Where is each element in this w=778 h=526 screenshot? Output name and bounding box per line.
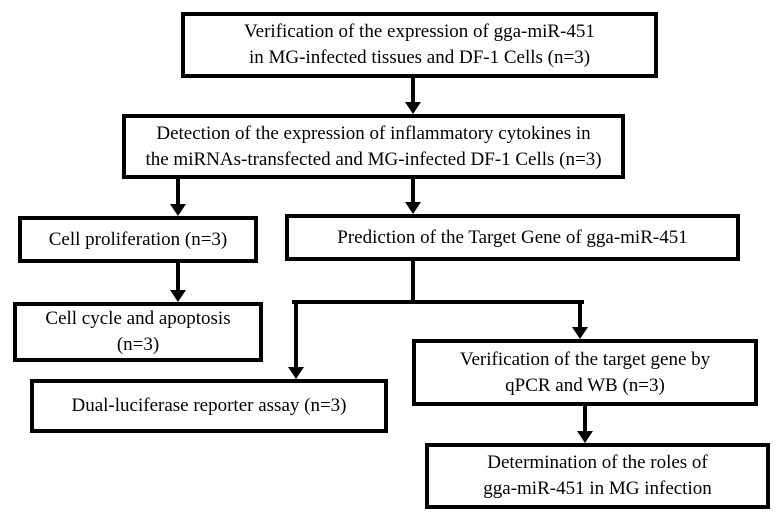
box-text-line: in MG-infected tissues and DF-1 Cells (n… — [248, 47, 591, 68]
flowchart-box-dual-luciferase: Dual-luciferase reporter assay (n=3) — [30, 379, 388, 433]
arrowhead-proliferation-to-cellcycle — [170, 290, 186, 302]
box-text-line: Prediction of the Target Gene of gga-miR… — [337, 226, 688, 248]
arrowhead-verify-to-detect — [405, 102, 421, 114]
flowchart-box-predict-target-gene: Prediction of the Target Gene of gga-miR… — [285, 214, 740, 261]
box-text-line: the miRNAs-transfected and MG-infected D… — [145, 148, 602, 170]
box-text-line: (n=3) — [116, 334, 160, 355]
box-text-line: Dual-luciferase reporter assay (n=3) — [71, 395, 347, 416]
box-text-line: Cell proliferation (n=3) — [48, 228, 228, 250]
branch-prediction-stem — [292, 256, 584, 372]
arrowhead-detect-to-proliferation — [170, 204, 186, 216]
flowchart-box-determine-roles: Determination of the roles of gga-miR-45… — [425, 443, 770, 509]
flowchart-box-detect-cytokines: Detection of the expression of inflammat… — [122, 114, 625, 179]
box-text-line: Verification of the target gene by — [459, 348, 711, 370]
box-text-line: Determination of the roles of — [487, 452, 708, 473]
flowchart-box-verify-target-gene: Verification of the target gene by qPCR … — [412, 339, 758, 406]
flowchart-box-cell-proliferation: Cell proliferation (n=3) — [18, 216, 258, 263]
box-text-line: Cell cycle and apoptosis — [45, 308, 231, 329]
arrowhead-branch-to-verifytarget — [572, 327, 588, 339]
box-text-line: gga-miR-451 in MG infection — [483, 478, 712, 499]
box-text-line: qPCR and WB (n=3) — [505, 374, 665, 396]
flowchart-box-verify-expression: Verification of the expression of gga-mi… — [181, 12, 658, 78]
box-text-line: Detection of the expression of inflammat… — [156, 122, 591, 144]
box-text-line: Verification of the expression of gga-mi… — [244, 21, 595, 42]
flowchart-box-cell-cycle-apoptosis: Cell cycle and apoptosis (n=3) — [13, 302, 263, 362]
arrowhead-detect-to-prediction — [405, 202, 421, 214]
arrowhead-verifytarget-to-roles — [577, 431, 593, 443]
arrowhead-branch-to-luciferase — [288, 367, 304, 379]
